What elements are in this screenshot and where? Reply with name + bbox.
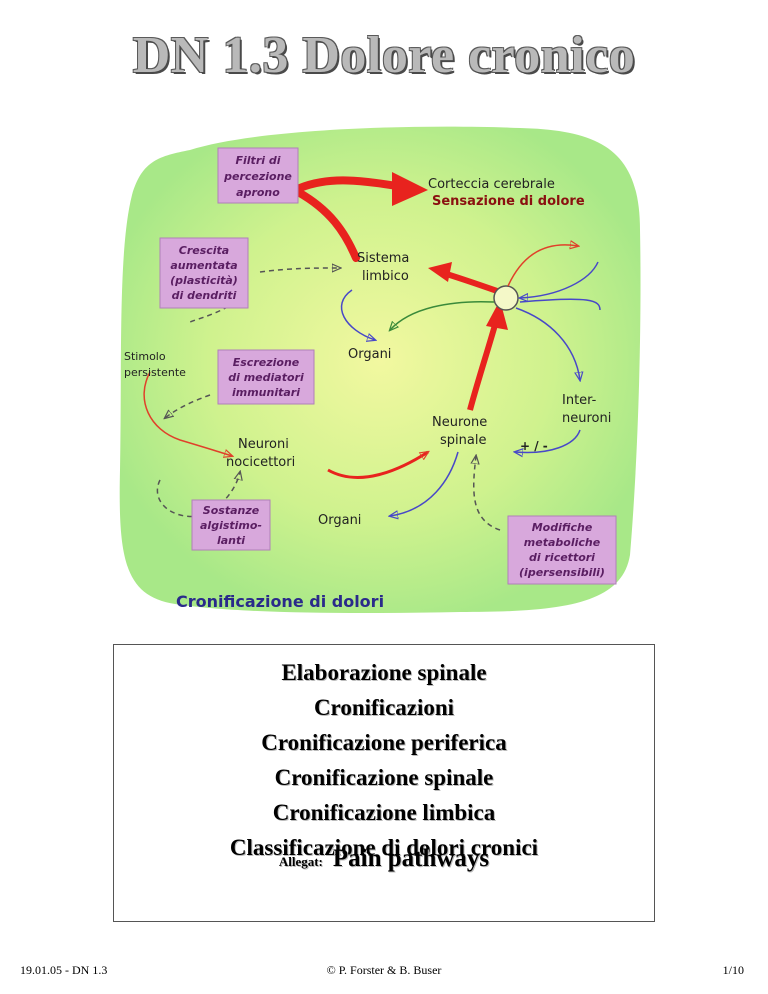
red-arrow-filter-limbic (294, 188, 360, 262)
diagram-caption: Cronificazione di dolori (176, 592, 384, 611)
box-modifiche-line4: (ipersensibili) (519, 566, 605, 579)
box-modifiche-line3: di ricettori (529, 551, 595, 564)
label-nocicettori: nocicettori (226, 455, 295, 470)
toc-item: Cronificazione spinale (274, 765, 494, 790)
attachment-label: Allegat: (278, 854, 323, 869)
box-escrezione-line1: Escrezione (233, 356, 300, 369)
chronification-diagram: Filtri di percezione aprono Crescita aum… (119, 126, 641, 614)
label-organi-top: Organi (348, 347, 391, 362)
label-neuroni: Neuroni (238, 437, 289, 452)
label-stimolo: Stimolo (124, 350, 166, 363)
arrow-circle-out (507, 245, 578, 287)
red-arrow-spinal-circle (467, 317, 500, 411)
arrowhead-icon (486, 300, 508, 330)
box-crescita-line3: (plasticità) (170, 274, 238, 287)
box-filtri: Filtri di percezione aprono (217, 147, 299, 204)
box-escrezione-line3: immunitari (232, 386, 300, 399)
box-sostanze-line3: lanti (217, 534, 245, 547)
toc-item: Cronificazioni (313, 695, 455, 720)
dashed-line-crescita (189, 301, 237, 323)
toc-item: Cronificazione limbica (272, 800, 496, 825)
footer-left: 19.01.05 - DN 1.3 (20, 963, 108, 977)
contents-box: Elaborazione spinale Cronificazioni Cron… (113, 644, 655, 922)
box-crescita-line1: Crescita (179, 244, 229, 257)
arrow-spinal-organi (390, 451, 459, 516)
label-persistente: persistente (124, 366, 186, 379)
label-spinale: spinale (440, 433, 486, 448)
diagram-background (119, 126, 641, 614)
box-escrezione: Escrezione di mediatori immunitari (217, 349, 315, 405)
attachment-line: Allegat: Pain pathways (114, 845, 654, 873)
dashed-arrow-crescita (259, 268, 340, 272)
label-sensazione: Sensazione di dolore (432, 194, 585, 209)
box-crescita-line4: di dendriti (172, 289, 237, 302)
box-sostanze: Sostanze algistimo- lanti (191, 499, 271, 551)
arrowhead-icon (428, 262, 452, 282)
arrow-interneuroni-spinal (515, 429, 581, 453)
dashed-arrow-modifiche (474, 456, 501, 531)
contents-list: Elaborazione spinale Cronificazioni Cron… (114, 645, 654, 865)
attachment-value: Pain pathways (332, 845, 490, 872)
dashed-arrow-escrezione (165, 394, 211, 418)
arrow-circle-organi (390, 300, 495, 330)
toc-item: Classificazione di dolori cronici (229, 835, 539, 860)
box-filtri-line2: percezione (223, 170, 292, 183)
label-interneuroni: neuroni (562, 411, 611, 426)
neural-node (493, 285, 519, 311)
box-crescita-line2: aumentata (170, 259, 237, 272)
footer-center: © P. Forster & B. Buser (326, 963, 442, 977)
footer-page-number: 1/10 (722, 963, 744, 977)
label-limbico: limbico (362, 269, 409, 284)
toc-item: Elaborazione spinale (281, 660, 487, 685)
box-modifiche-line2: metaboliche (524, 536, 601, 549)
label-sistema: Sistema (357, 251, 409, 266)
box-filtri-line1: Filtri di (236, 154, 281, 167)
arrow-limbic-organi (340, 289, 375, 340)
arrow-in-circle (520, 261, 599, 298)
arrowhead-icon (392, 172, 428, 206)
label-inter: Inter- (562, 393, 597, 408)
label-neurone: Neurone (432, 415, 487, 430)
label-organi-bottom: Organi (318, 513, 361, 528)
label-corteccia: Corteccia cerebrale (428, 177, 555, 192)
box-sostanze-line1: Sostanze (203, 504, 260, 517)
arrow-in-circle-2 (519, 298, 601, 311)
box-crescita: Crescita aumentata (plasticità) di dendr… (159, 237, 249, 309)
red-arrow-nocicettori-spinal (327, 452, 428, 479)
box-filtri-line3: aprono (236, 186, 280, 199)
label-plusminus: + / - (520, 439, 548, 453)
box-sostanze-line2: algistimo- (200, 519, 262, 532)
arrow-circle-interneuroni (515, 307, 580, 380)
toc-item: Cronificazione periferica (261, 730, 507, 755)
box-modifiche-line1: Modifiche (532, 521, 593, 534)
box-modifiche: Modifiche metaboliche di ricettori (iper… (507, 515, 617, 585)
arrow-stimolo-neuroni (143, 371, 232, 456)
page-title: DN 1.3 Dolore cronico (132, 27, 636, 84)
box-escrezione-line2: di mediatori (228, 371, 304, 384)
